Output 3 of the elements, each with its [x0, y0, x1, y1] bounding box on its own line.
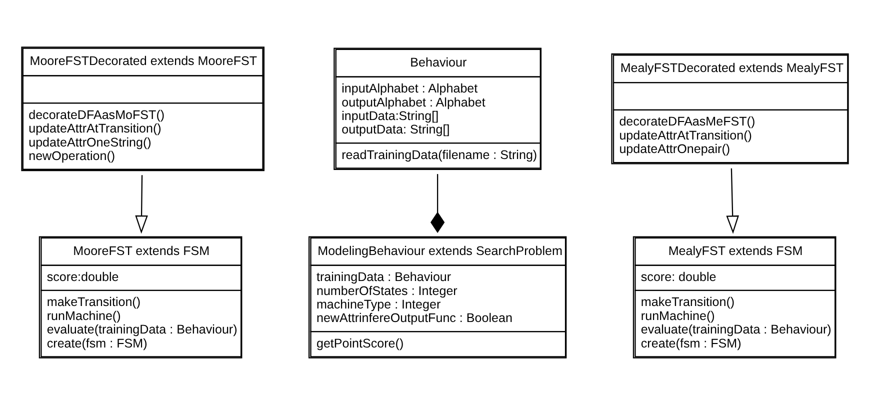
- arrow: [135, 174, 148, 234]
- arrow: [726, 168, 739, 234]
- connector: [430, 174, 445, 232]
